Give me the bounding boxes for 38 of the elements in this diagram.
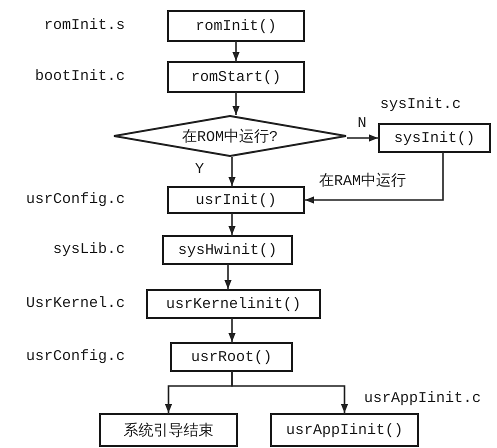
box-label: usrRoot() (190, 348, 272, 366)
process-box (162, 235, 293, 265)
box-label: romStart() (190, 68, 281, 86)
process-box (167, 61, 305, 93)
edge-label: 在RAM中运行 (318, 174, 408, 190)
box-label: 在ROM中运行? (182, 128, 278, 146)
arrow (232, 93, 240, 115)
decision-diamond (113, 115, 347, 157)
arrow (224, 265, 232, 289)
box-label: sysHwinit() (178, 242, 278, 258)
file-label: UsrKernel.c (26, 295, 125, 312)
process-box (167, 10, 305, 42)
file-label: sysLib.c (52, 241, 125, 258)
box-label: usrKernelinit() (166, 296, 302, 312)
box-label: 系统引导结束 (124, 422, 214, 440)
process-box (167, 186, 305, 214)
box-label: sysInit() (394, 130, 475, 146)
arrow (305, 153, 444, 204)
file-label: usrAppIinit.c (364, 390, 482, 407)
box-label: usrInit() (195, 192, 276, 208)
box-label: usrAppIinit() (286, 422, 404, 438)
arrow (228, 157, 236, 186)
box-label: romInit() (195, 18, 276, 34)
process-box (170, 342, 293, 372)
process-box (270, 413, 419, 447)
file-label: bootInit.c (34, 68, 125, 85)
arrow (347, 134, 378, 142)
file-label: romInit.s (44, 17, 125, 34)
arrow (232, 42, 240, 61)
process-box (99, 413, 238, 447)
file-label: sysInit.c (380, 96, 462, 113)
arrow (231, 372, 348, 413)
arrow (228, 214, 236, 235)
file-label: usrConfig.c (26, 348, 125, 365)
file-label: usrConfig.c (26, 191, 125, 208)
arrow (228, 319, 236, 342)
process-box (146, 289, 321, 319)
process-box (378, 123, 491, 153)
